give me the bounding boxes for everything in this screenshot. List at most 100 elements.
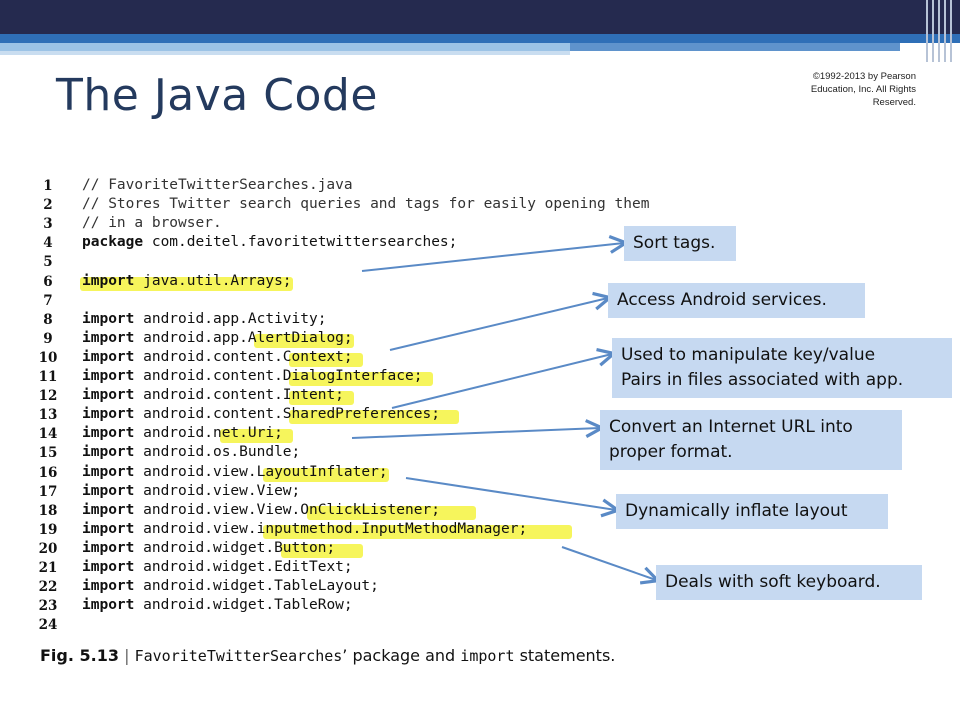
code-text: import android.os.Bundle; [82,444,300,460]
highlight-mark [263,524,573,539]
code-text: import android.net.Uri; [82,425,283,441]
code-line: 3 // in a browser. [36,214,736,233]
line-number: 7 [43,292,53,309]
code-text: // in a browser. [82,215,222,231]
code-rest: android.net.Uri; [134,425,283,442]
header-stripes [922,0,960,62]
code-keyword: package [82,234,144,251]
code-keyword: import [82,559,135,575]
code-text: import android.app.AlertDialog; [82,330,353,346]
code-comment: // in a browser. [82,215,222,232]
arrow-url [351,428,600,439]
code-text: import android.view.View.OnClickListener… [82,502,440,518]
header-banner-blue [0,34,960,43]
copyright-notice: ©1992-2013 by Pearson Education, Inc. Al… [810,71,916,108]
line-number: 16 [38,464,58,481]
line-number: 17 [38,483,58,500]
code-rest: android.widget.TableRow; [134,597,353,614]
line-number: 5 [43,254,53,271]
highlight-mark [80,276,294,291]
code-line: 5 [36,252,736,271]
code-line: 24 [36,615,736,634]
line-number: 19 [38,521,58,538]
code-text: import android.content.Context; [82,349,353,365]
code-text: import android.app.Activity; [82,311,326,327]
code-line: 7 [36,291,736,310]
code-keyword: import [82,310,135,327]
arrow-inflate [405,477,616,510]
header-banner-step [570,43,900,51]
code-text: package com.deitel.favoritetwittersearch… [82,234,457,250]
code-keyword: import [82,425,135,442]
code-text: import java.util.Arrays; [82,273,292,289]
code-text: import android.view.View; [82,483,300,499]
code-line: 2// Stores Twitter search queries and ta… [36,195,736,214]
code-text: import android.widget.TableRow; [82,597,353,613]
highlight-mark [263,467,390,482]
line-number: 12 [38,388,58,405]
callout-key-value: Used to manipulate key/value Pairs in fi… [612,338,952,398]
highlight-mark [289,410,459,425]
callout-inflate-layout: Dynamically inflate layout [616,494,888,529]
code-keyword: import [82,501,135,518]
code-line: 19 import android.view.inputmethod.InputM… [36,520,736,539]
line-number: 21 [38,560,58,576]
code-line: 18 import android.view.View.OnClickListen… [36,501,736,520]
code-rest: android.widget.EditText; [134,559,353,575]
code-text: import android.content.DialogInterface; [82,368,422,384]
header-banner-light [0,43,900,51]
code-line: 21 import android.widget.EditText; [36,558,736,577]
code-text: import android.widget.TableLayout; [82,578,379,594]
code-line: 4 package com.deitel.favoritetwittersearc… [36,233,736,252]
highlight-mark [219,429,294,444]
code-text: import android.view.inputmethod.InputMet… [82,521,527,537]
slide-title: The Java Code [56,70,378,121]
code-rest: android.content.Context; [134,348,353,365]
line-number: 15 [38,445,58,462]
code-keyword: import [82,368,135,384]
code-rest: com.deitel.favoritetwittersearches; [143,234,458,251]
highlight-mark [289,352,364,367]
arrow-soft-keyboard [561,546,656,580]
code-rest: android.view.inputmethod.InputMethodMana… [134,520,528,537]
code-rest: android.app.Activity; [134,310,327,327]
caption-separator: | [124,646,130,665]
code-text: // FavoriteTwitterSearches.java [82,177,353,193]
highlight-mark [306,505,477,520]
line-number: 10 [38,349,58,366]
code-text: // Stores Twitter search queries and tag… [82,196,649,212]
line-number: 4 [43,235,53,252]
highlight-mark [289,391,355,406]
line-number: 1 [43,178,53,194]
caption-class-name: FavoriteTwitterSearches [134,647,343,665]
code-keyword: import [82,348,135,365]
line-number: 3 [43,216,53,233]
code-rest: android.app.AlertDialog; [134,329,353,346]
code-rest: android.widget.TableLayout; [134,578,379,595]
figure-caption: Fig. 5.13 | FavoriteTwitterSearches’ pac… [40,643,640,669]
line-number: 22 [38,579,58,596]
highlight-mark [254,333,355,348]
code-keyword: import [82,272,135,289]
code-keyword: import [82,539,135,556]
line-number: 18 [38,502,58,519]
callout-android-services: Access Android services. [608,283,865,318]
code-keyword: import [82,597,135,614]
code-rest: java.util.Arrays; [134,272,292,289]
callout-soft-keyboard: Deals with soft keyboard. [656,565,922,600]
code-line: 22 import android.widget.TableLayout; [36,577,736,596]
figure-number: Fig. 5.13 [40,646,119,665]
header-banner-light2 [0,51,570,55]
code-line: 1 // FavoriteTwitterSearches.java [36,176,736,195]
caption-middle-text: ’ package and [342,646,461,665]
